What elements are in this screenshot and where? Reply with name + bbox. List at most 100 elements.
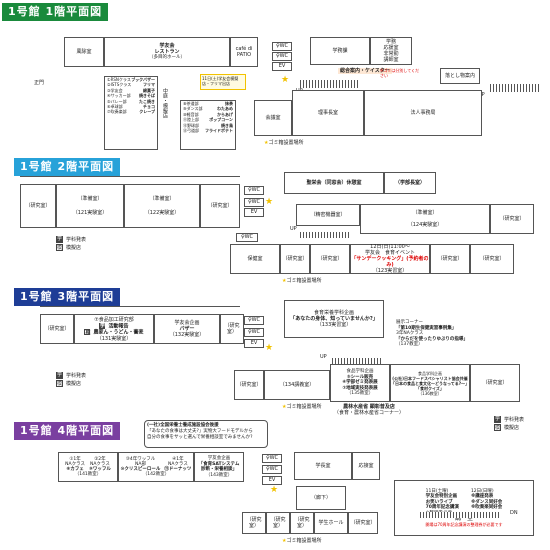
room-lab-f2c: （研究室） (490, 204, 534, 234)
booth-group: ④サッカー部 (107, 93, 131, 99)
trash-label-f4: ★ゴミ箱設置場所 (282, 538, 322, 544)
booth-item: ①RSNクラスブックバザー (105, 77, 157, 82)
corner-box: 展示コーナー 「第10期生保健実習事例集」 3年NAクラス 「からだを使ったりゆ… (396, 320, 468, 347)
room-134: （134講義室） (264, 370, 330, 400)
stairs-f2 (300, 232, 350, 238)
room-academic: 学務応援室非常勤講師室 (370, 37, 412, 65)
toilet-f2b: ♀WC (244, 198, 264, 207)
room-health: 保健室 (230, 244, 280, 274)
booth-group: ⑪陸上部 (183, 117, 199, 123)
f2-wall (20, 176, 240, 177)
booth-group: ⑬弓道部 (183, 128, 199, 134)
legend-presentation-f4: 学学科発表 (494, 416, 525, 423)
agri-box: 農林水産省 顕彰普及店 （食育・農林水産省コーナー） (334, 404, 405, 416)
room-132: 学友会企画 バザー （132実験室） (154, 314, 220, 344)
ev-f3: EV (244, 339, 264, 348)
booth-item: ⑪陸上部ポップコーン (181, 117, 235, 122)
booth-item: ⑤バレー部たこ焼き (105, 99, 157, 104)
trash-star-f3: ★ (265, 343, 274, 353)
toilet-f1b: ♀WC (272, 52, 292, 61)
booth-item: ⑦吹奏楽部クレープ (105, 109, 157, 114)
legend-f3: 学学科発表 模模擬店 (56, 372, 86, 388)
room-dean: （学部長室） (384, 172, 436, 194)
room-hq: 法人事務局 (364, 90, 482, 136)
room-133: 食育栄養学科企画 「あなたの身体、知っていませんか?」 （133実習室） (284, 300, 384, 338)
booth-group: ⑥卓球部 (107, 104, 123, 110)
trash-label-f3: ★ゴミ箱設置場所 (282, 404, 322, 410)
ev-f2: EV (244, 208, 264, 217)
toilet-f1a: ♀WC (272, 42, 292, 51)
room-123: 12日(日)11:00～ 学友会 食育イベント 「サンデークッキング」(予約者の… (350, 244, 430, 274)
room-council: 聖栄会（同窓会）休憩室 (284, 172, 384, 194)
multipurpose-label: （多目的ホール） (149, 55, 185, 60)
booth-group: ⑨ダンス部 (183, 106, 203, 112)
stairs-f1b (490, 84, 540, 92)
legend-sale-f3: 模模擬店 (56, 380, 82, 387)
sale-icon-f3: 模 (56, 380, 63, 387)
legend-f2: 学学科発表 模模擬店 (56, 236, 86, 252)
booth-item: ④サッカー部 焼きそば (105, 93, 157, 98)
booth-product: チョコ (143, 104, 155, 110)
room-kaigi: 応接室 (352, 452, 380, 480)
floor1-title: 1号館 1階平面図 (2, 3, 109, 21)
ev-f4: EV (262, 476, 282, 485)
up-f2: UP (290, 226, 297, 232)
room-lost: 落とし物案内 (440, 68, 480, 84)
room-lab-f2b: （研究室） (200, 184, 240, 228)
floor3-title: 1号館 3階平面図 (14, 288, 121, 306)
event-org: 学友会 食育イベント (364, 250, 415, 256)
booth-group: ③学友会 (107, 87, 123, 93)
room-lab-f2g: （研究室） (470, 244, 514, 274)
legend-presentation-f3: 学学科発表 (56, 372, 87, 379)
booth-group: ②ISTSクラス (107, 82, 132, 88)
event-time: 12日(日)11:00～ (370, 244, 410, 250)
booth-product: 焼きそば (139, 93, 155, 99)
toilet-f3a: ♀WC (244, 316, 264, 325)
booth-product: 抹茶 (225, 101, 233, 106)
toilet-f2a: ♀WC (244, 186, 264, 195)
sale-icon-f4: 模 (494, 424, 501, 431)
room-lab-f2d: （研究室） (280, 244, 310, 274)
booth-item: ②ISTSクラスフリマ (105, 82, 157, 87)
room-board: 理事長室 (292, 90, 364, 136)
stairs-f1a (300, 80, 360, 88)
toilet-f3b: ♀WC (244, 328, 264, 337)
sale-icon: 模 (56, 244, 63, 251)
sale-icon-131: 模 (84, 329, 91, 336)
f3-wall (40, 306, 240, 307)
toilet-f2c: ♀WC (236, 233, 258, 242)
annai-label: 総合案内・ケイスター (338, 68, 392, 74)
trash-star-f2a: ★ (265, 197, 274, 207)
booth-group: ⑧茶道部 (183, 101, 199, 106)
trash-star-f1: ★ (281, 75, 290, 85)
booth-group: ①RSNクラス (107, 77, 131, 82)
dn-f4: DN (510, 510, 518, 516)
stairs-f4 (420, 512, 500, 518)
trash-label-f1: ★ゴミ箱設置場所 (264, 140, 304, 146)
room-reception: 会議室 (254, 100, 292, 136)
stairs-f3 (332, 358, 382, 364)
room-124: （準備室）（124実験室） (360, 204, 490, 234)
booth-product: わたあめ (217, 106, 233, 112)
room-cafeteria: 学友会 レストラン （多目的ホール） (104, 37, 230, 67)
legend-sale-f4: 模模擬店 (494, 424, 520, 431)
legend-presentation: 学学科発表 (56, 236, 87, 243)
room-lobby: （廊下） (296, 486, 346, 510)
room-lab-f2a: （研究室） (20, 184, 56, 228)
f1-note-box: 11日(土)学友会模擬店・フリマ出店 (200, 74, 246, 90)
room-lab-f4c: （研究室） (290, 512, 314, 534)
booth-item: ⑥卓球部 チョコ (105, 104, 157, 109)
side-label: 中庭・模擬店 (162, 88, 168, 118)
room-lab-f4a: （研究室） (242, 512, 266, 534)
room-lab-f4b: （研究室） (266, 512, 290, 534)
room-121: （準備室）（121実験室） (56, 184, 124, 228)
room-precision: （精密機器室） (296, 204, 360, 226)
booth-product: フライドポテト (205, 128, 233, 134)
up-f3: UP (320, 354, 327, 360)
room-135: 食品学科企画 ⑤シール販売 ⑥学部ゼミ発表展 ⑦地域実技発表展 （135教室） (330, 364, 390, 402)
legend-f4: 学学科発表 模模擬店 (494, 416, 524, 432)
